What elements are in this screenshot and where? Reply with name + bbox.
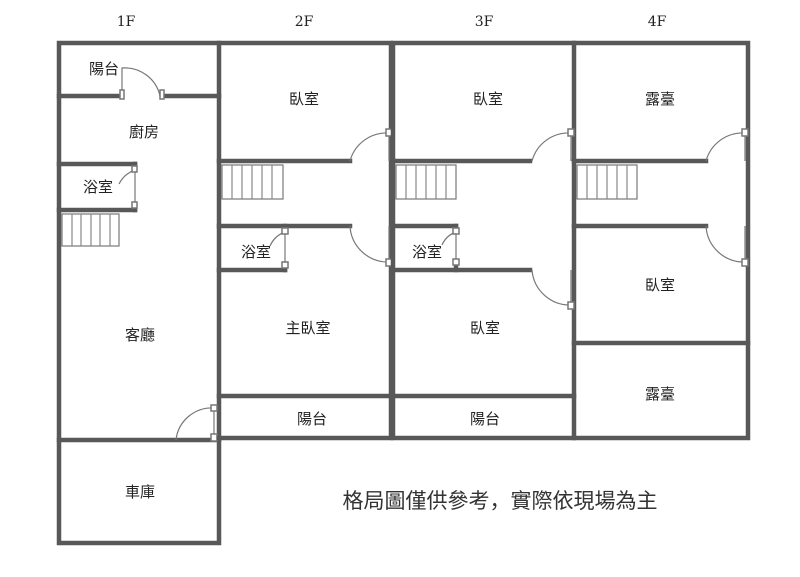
room-label-3f-bedroom-top: 臥室 — [473, 90, 503, 108]
door-2f-bathroom — [269, 227, 289, 269]
door-3f-bathroom — [441, 227, 460, 266]
room-label-3f-balcony: 陽台 — [470, 410, 500, 428]
room-label-3f-bedroom: 臥室 — [470, 319, 500, 337]
room-label-1f-garage: 車庫 — [125, 483, 155, 501]
door-1f-bathroom — [118, 165, 138, 209]
floor-1f — [56, 40, 222, 546]
room-label-2f-bedroom: 臥室 — [289, 90, 319, 108]
floor-4f — [571, 40, 751, 441]
disclaimer-note: 格局圖僅供參考，實際依現場為主 — [343, 489, 658, 513]
floor-label-4f: 4F — [648, 14, 667, 30]
door-3f-bedroom — [531, 269, 575, 310]
door-2f-master — [349, 225, 393, 267]
room-label-2f-balcony: 陽台 — [297, 410, 327, 428]
room-label-3f-bathroom: 浴室 — [412, 243, 442, 261]
room-label-2f-bathroom: 浴室 — [241, 243, 271, 261]
door-3f-bedroom-top — [531, 128, 575, 162]
door-4f-terrace — [705, 128, 749, 162]
room-label-4f-terrace-bottom: 露臺 — [645, 385, 675, 403]
room-label-1f-kitchen: 廚房 — [129, 123, 159, 141]
door-4f-bedroom — [705, 225, 749, 267]
door-2f-bedroom — [349, 128, 393, 162]
floor-2f — [216, 40, 394, 441]
door-1f-garage — [175, 404, 218, 442]
room-label-4f-bedroom: 臥室 — [645, 276, 675, 294]
room-label-1f-balcony: 陽台 — [89, 60, 119, 78]
room-label-2f-master: 主臥室 — [285, 319, 330, 337]
room-label-4f-terrace-top: 露臺 — [645, 90, 675, 108]
door-1f-balcony — [119, 67, 165, 100]
room-label-1f-living: 客廳 — [125, 326, 155, 344]
floor-label-1f: 1F — [117, 14, 136, 30]
room-label-1f-bathroom: 浴室 — [83, 178, 113, 196]
floor-label-3f: 3F — [475, 14, 494, 30]
floor-label-2f: 2F — [295, 14, 314, 30]
